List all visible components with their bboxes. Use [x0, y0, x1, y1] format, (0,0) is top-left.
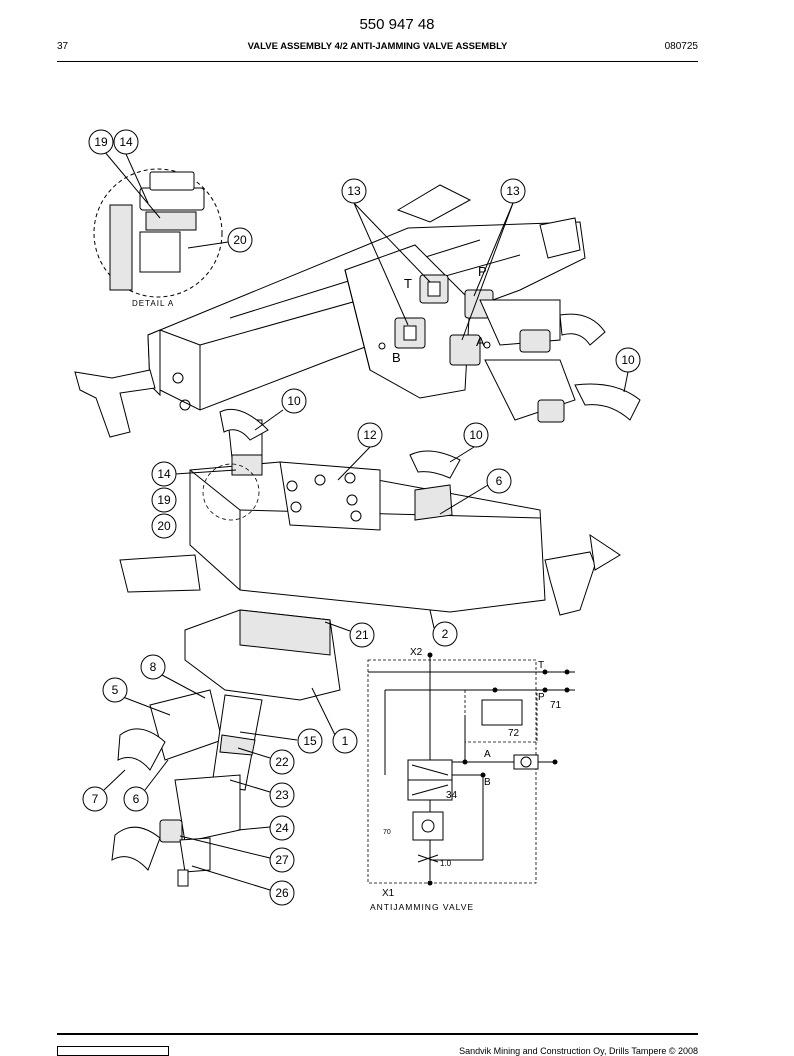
callout-21: 21 — [349, 622, 375, 648]
svg-text:2: 2 — [442, 627, 449, 641]
lower-valve-assembly — [111, 408, 621, 887]
schematic-label-71: 71 — [550, 700, 562, 711]
svg-text:23: 23 — [275, 788, 289, 802]
svg-text:7: 7 — [92, 792, 99, 806]
callout-15: 15 — [297, 728, 323, 754]
svg-text:20: 20 — [157, 519, 171, 533]
schematic-port-x1: X1 — [382, 888, 395, 899]
svg-text:6: 6 — [496, 474, 503, 488]
header-divider — [57, 61, 698, 62]
svg-text:21: 21 — [355, 628, 369, 642]
svg-text:6: 6 — [133, 792, 140, 806]
callout-7: 7 — [82, 786, 108, 812]
svg-text:22: 22 — [275, 755, 289, 769]
schematic-label-restrictor: 1.0 — [440, 859, 452, 868]
document-number: 550 947 48 — [359, 16, 435, 33]
page-title: VALVE ASSEMBLY 4/2 ANTI-JAMMING VALVE AS… — [247, 41, 508, 52]
page-number: 37 — [57, 41, 69, 52]
date-code: 080725 — [664, 41, 698, 52]
callout-24: 24 — [269, 815, 295, 841]
callout-23: 23 — [269, 782, 295, 808]
callout-1: 1 — [332, 728, 358, 754]
svg-text:13: 13 — [347, 184, 361, 198]
callout-14-detail: 14 — [113, 129, 139, 155]
callout-20-detail: 20 — [227, 227, 253, 253]
svg-text:19: 19 — [94, 135, 108, 149]
port-letter-t: T — [404, 276, 412, 291]
leader-lines — [103, 150, 629, 891]
schematic-label-72: 72 — [508, 728, 520, 739]
svg-text:20: 20 — [233, 233, 247, 247]
callout-2: 2 — [432, 621, 458, 647]
svg-text:10: 10 — [621, 353, 635, 367]
callout-27: 27 — [269, 847, 295, 873]
callout-13-left: 13 — [341, 178, 367, 204]
footer-divider — [57, 1033, 698, 1035]
callout-6-lower: 6 — [123, 786, 149, 812]
callout-26: 26 — [269, 880, 295, 906]
schematic-caption: ANTIJAMMING VALVE — [370, 902, 474, 912]
schematic-port-a: A — [484, 749, 491, 760]
callout-12: 12 — [357, 422, 383, 448]
schematic-port-t: T — [538, 660, 544, 671]
upper-valve-assembly — [74, 184, 641, 438]
svg-text:5: 5 — [112, 683, 119, 697]
port-letter-b: B — [392, 350, 401, 365]
schematic-port-x2: X2 — [410, 647, 423, 658]
svg-text:1: 1 — [342, 734, 349, 748]
callout-19-detail: 19 — [88, 129, 114, 155]
callout-6-upper: 6 — [486, 468, 512, 494]
schematic-label-70: 70 — [383, 829, 391, 836]
schematic-label-34: 34 — [446, 790, 458, 801]
port-letter-a: A — [476, 334, 485, 349]
callout-10-lower-left: 10 — [281, 388, 307, 414]
port-letter-p: P — [478, 264, 487, 279]
svg-text:26: 26 — [275, 886, 289, 900]
header-row: 37 VALVE ASSEMBLY 4/2 ANTI-JAMMING VALVE… — [57, 41, 698, 55]
svg-text:10: 10 — [469, 428, 483, 442]
callout-10-upper-right: 10 — [615, 347, 641, 373]
callout-20-lower: 20 — [151, 513, 177, 539]
schematic-port-p: P — [538, 692, 545, 703]
svg-text:12: 12 — [363, 428, 377, 442]
detail-a-view — [93, 168, 223, 298]
schematic-port-b: B — [484, 777, 491, 788]
callout-10-lower-right: 10 — [463, 422, 489, 448]
sandvik-logo — [57, 1046, 169, 1056]
parts-drawing: T P A B DETAIL A — [74, 129, 641, 912]
detail-a-label: DETAIL A — [132, 299, 174, 308]
svg-text:10: 10 — [287, 394, 301, 408]
callout-13-right: 13 — [500, 178, 526, 204]
svg-text:27: 27 — [275, 853, 289, 867]
svg-text:13: 13 — [506, 184, 520, 198]
callout-5: 5 — [102, 677, 128, 703]
svg-text:19: 19 — [157, 493, 171, 507]
svg-text:24: 24 — [275, 821, 289, 835]
callout-14-lower: 14 — [151, 461, 177, 487]
footer-copyright: Sandvik Mining and Construction Oy, Dril… — [459, 1046, 698, 1056]
callout-8: 8 — [140, 654, 166, 680]
svg-text:8: 8 — [150, 660, 157, 674]
hydraulic-schematic — [367, 652, 575, 886]
callout-19-lower: 19 — [151, 487, 177, 513]
svg-text:14: 14 — [157, 467, 171, 481]
svg-text:15: 15 — [303, 734, 317, 748]
callout-22: 22 — [269, 749, 295, 775]
svg-text:14: 14 — [119, 135, 133, 149]
